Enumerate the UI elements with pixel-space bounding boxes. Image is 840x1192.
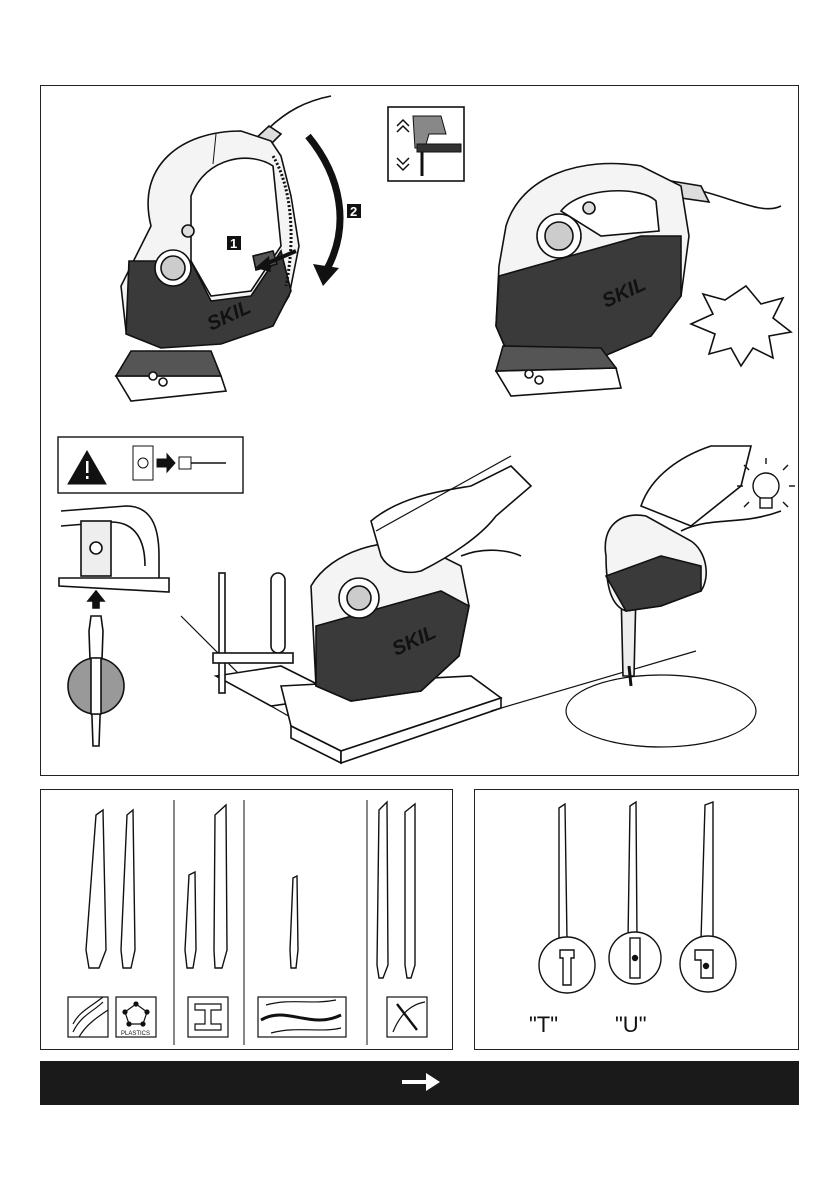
blade-selection-panel: PLASTICS [40,789,453,1050]
shank-types-panel: "T" "U" [474,789,799,1050]
universal-shank-blade [701,802,713,955]
pipe-cut-icon [387,997,427,1037]
shank-label-t: "T" [529,1012,558,1038]
scroll-blade [290,876,298,968]
jigsaw-illustration-1: SKIL [116,96,331,401]
plug-icon [179,457,191,469]
blade-drawings: PLASTICS [41,790,454,1051]
blade-insertion-drawing [59,506,169,746]
steel-beam-icon [188,997,228,1037]
plastics-icon: PLASTICS [116,997,156,1037]
step-marker-1: 1 [227,236,241,251]
rotate-arrow-icon [308,136,340,271]
drill-scene [491,446,781,747]
wood-blade-2 [121,810,135,968]
wood-grain-icon [68,997,108,1037]
arrow-right-icon [40,1061,799,1105]
illustration-drawings: SKIL 1 2 [41,86,800,777]
svg-text:2: 2 [350,204,357,219]
curve-cut-icon [258,997,346,1037]
arrow-up-icon [88,591,104,608]
metal-blade-1 [185,872,196,968]
metal-blade-2 [214,805,227,968]
long-blade-1 [377,802,388,978]
wood-blade-1 [86,810,106,968]
clamp-cutting-scene: SKIL [181,456,531,763]
unplug-warning-box [58,437,243,493]
illustration-panel: SKIL 1 2 [40,85,799,776]
starburst-icon [691,286,791,366]
footer-bar [40,1061,799,1105]
svg-text:PLASTICS: PLASTICS [121,1031,150,1037]
blade-release-inset [388,107,464,181]
step-marker-2: 2 [347,204,361,219]
long-blade-2 [405,804,415,978]
shank-label-u: "U" [615,1012,647,1038]
arrow-head-icon [313,264,339,286]
svg-text:1: 1 [230,236,237,251]
